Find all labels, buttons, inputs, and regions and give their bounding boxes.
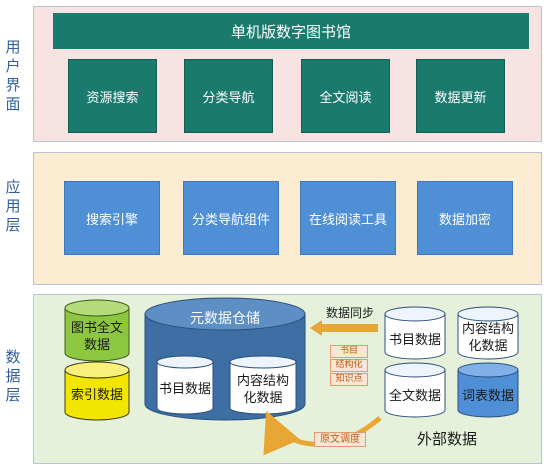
fulltext-data-cylinder <box>64 299 130 362</box>
category-nav-box: 分类导航 <box>184 59 273 133</box>
data-update-box: 数据更新 <box>416 59 505 133</box>
index-data-cylinder <box>64 361 130 421</box>
resource-search-box: 资源搜索 <box>68 59 157 133</box>
external-structured-cylinder <box>457 306 519 360</box>
data-encryption-box: 数据加密 <box>417 181 513 255</box>
app-layer-label: 应用层 <box>5 178 21 234</box>
fulltext-reading-box: 全文阅读 <box>301 59 390 133</box>
data-sync-arrow <box>310 320 378 336</box>
warehouse-structured-label: 内容结构化数据 <box>236 374 289 406</box>
external-bibliographic-cylinder <box>384 306 446 360</box>
data-layer-label: 数据层 <box>5 348 21 404</box>
fulltext-data-label: 图书全文数据 <box>70 321 123 353</box>
sync-tag-structured: 结构化 <box>330 359 368 372</box>
online-reading-tool-box: 在线阅读工具 <box>300 181 396 255</box>
search-engine-box: 搜索引擎 <box>64 181 160 255</box>
external-fulltext-label: 全文数据 <box>388 388 441 404</box>
external-vocabulary-cylinder <box>457 362 519 418</box>
app-title-banner: 单机版数字图书馆 <box>53 13 529 49</box>
warehouse-title: 元数据仓储 <box>190 310 260 327</box>
data-sync-label: 数据同步 <box>325 305 374 320</box>
index-data-label: 索引数据 <box>70 387 123 403</box>
external-fulltext-cylinder <box>384 362 446 418</box>
warehouse-bibliographic-cylinder <box>156 355 214 415</box>
dispatch-label: 原文调度 <box>314 432 366 447</box>
sync-tag-knowledge: 知识点 <box>330 373 368 386</box>
category-nav-component-box: 分类导航组件 <box>183 181 279 255</box>
external-vocabulary-label: 词表数据 <box>461 388 514 404</box>
user-layer-label: 用户界面 <box>5 38 21 113</box>
external-structured-label: 内容结构化数据 <box>461 322 514 354</box>
external-data-label: 外部数据 <box>416 429 477 448</box>
warehouse-bibliographic-label: 书目数据 <box>158 381 211 397</box>
warehouse-structured-cylinder <box>229 355 297 415</box>
external-bibliographic-label: 书目数据 <box>388 332 441 348</box>
sync-tag-bibliography: 书目 <box>330 345 368 358</box>
